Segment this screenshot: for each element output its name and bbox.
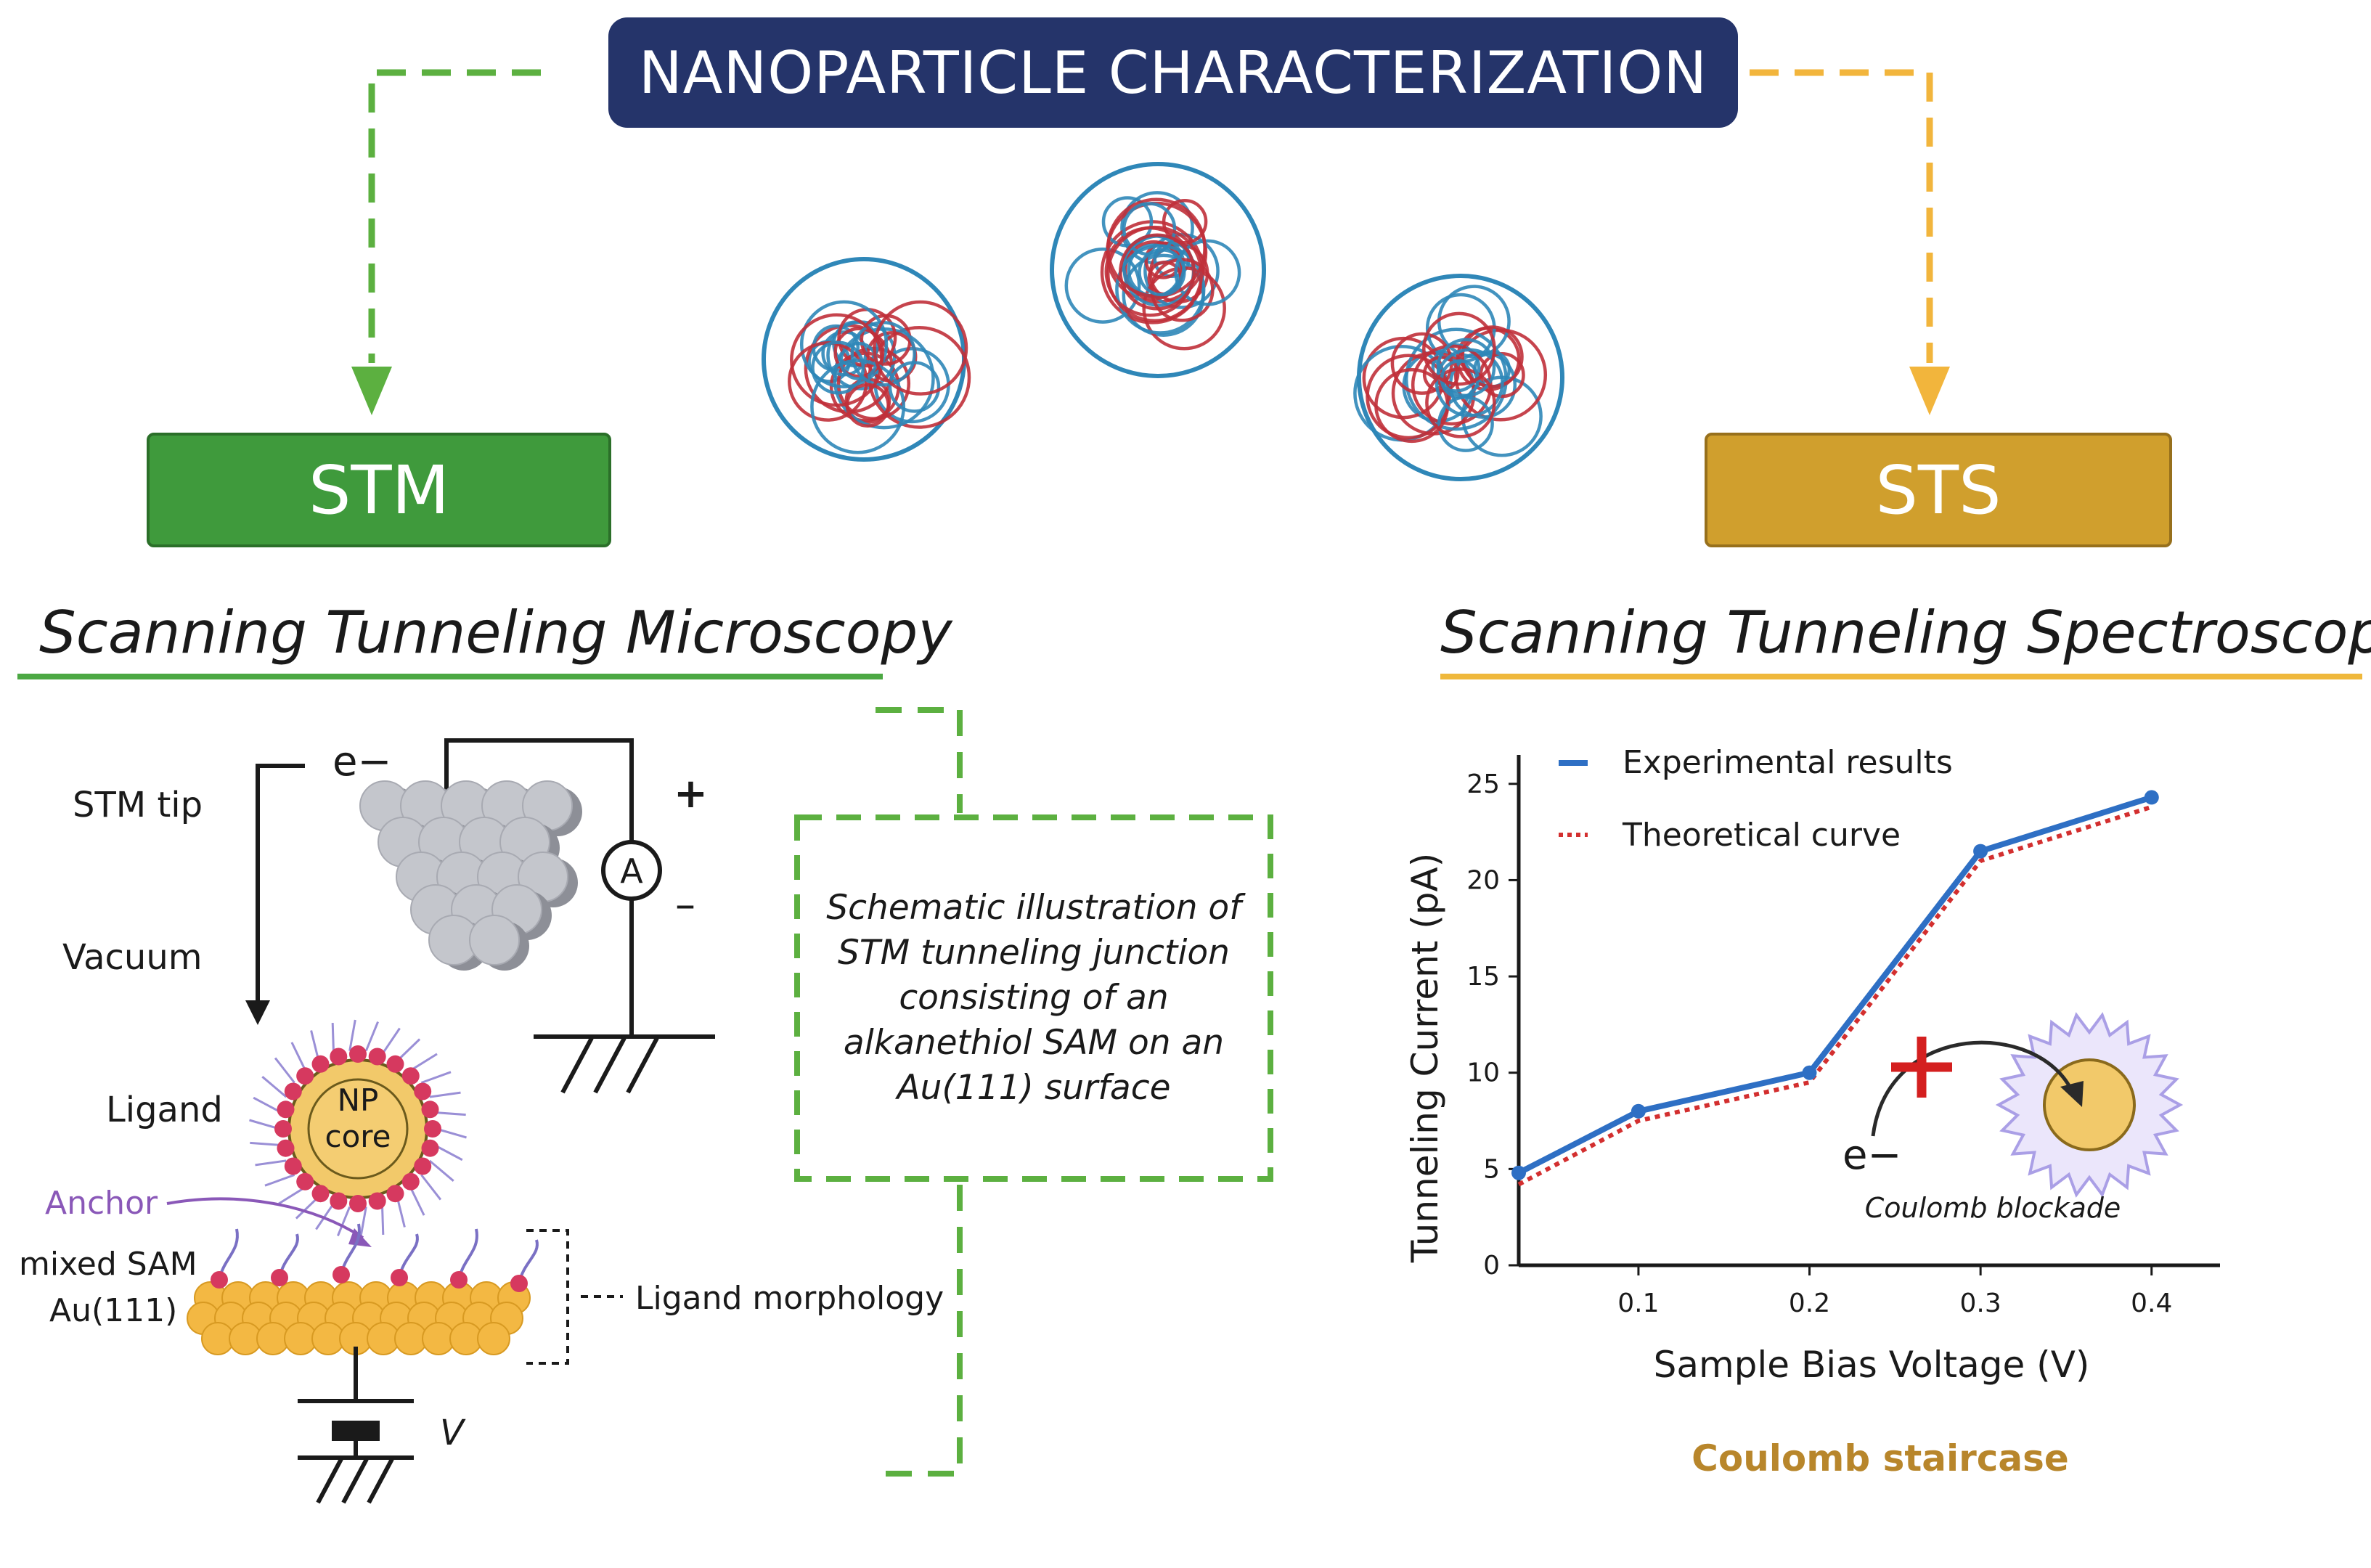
coulomb-staircase-chart: 0.1 0.2 0.3 0.4 0 5 10 15 20 25 Experimental resu…	[1404, 744, 2220, 1479]
nanoparticle-1	[762, 257, 971, 462]
nanoparticle-illustrations	[762, 162, 1564, 481]
theoretical-curve-line	[1517, 804, 2152, 1187]
chart-x-axis-label: Sample Bias Voltage (V)	[1654, 1344, 2090, 1386]
legend-label-experimental: Experimental results	[1623, 744, 1953, 781]
mixed-sam-label: mixed SAM	[19, 1246, 197, 1283]
chart-y-axis-label: Tunneling Current (pA)	[1404, 853, 1446, 1264]
caption-box: Schematic illustration of STM tunneling …	[797, 817, 1270, 1179]
au-surface-label: Au(111)	[49, 1292, 177, 1329]
np-core-label-line2: core	[325, 1119, 391, 1154]
ligand-label: Ligand	[106, 1090, 223, 1130]
coulomb-blockade-inset: e− Coulomb blockade	[1842, 1012, 2184, 1224]
x-tick-label: 0.1	[1617, 1289, 1659, 1318]
plus-terminal: +	[674, 770, 708, 817]
minus-terminal: –	[675, 881, 695, 928]
ammeter-symbol: A	[620, 852, 643, 891]
voltage-label: V	[440, 1413, 466, 1453]
experimental-data-point	[1802, 1065, 1817, 1080]
y-tick-label: 10	[1466, 1058, 1500, 1088]
stm-title-underline	[17, 674, 883, 679]
stm-label-box: STM	[147, 433, 611, 547]
sts-section-title: Scanning Tunneling Spectroscopy	[1440, 599, 2371, 666]
coulomb-blockade-label: Coulomb blockade	[1865, 1192, 2121, 1224]
x-tick-label: 0.4	[2131, 1289, 2172, 1318]
x-tick-label: 0.3	[1960, 1289, 2001, 1318]
chart-caption: Coulomb staircase	[1691, 1437, 2069, 1479]
chart-ticks: 0.1 0.2 0.3 0.4 0 5 10 15 20 25	[1466, 769, 2172, 1318]
x-tick-label: 0.2	[1789, 1289, 1830, 1318]
inset-electron-label: e−	[1842, 1132, 1901, 1179]
chart-series	[1511, 790, 2159, 1187]
np-core-label-line1: NP	[338, 1082, 379, 1118]
electron-label: e−	[332, 738, 391, 785]
y-tick-label: 25	[1466, 769, 1500, 799]
decoration-layer	[351, 69, 1950, 1477]
stm-tip-label: STM tip	[73, 785, 203, 825]
blocked-plus-icon	[1891, 1037, 1952, 1098]
stm-junction-schematic: e− STM tip Vacuum A + – Ligand NP core A…	[19, 738, 944, 1504]
ammeter-icon: A	[601, 840, 662, 901]
figure-canvas: NANOPARTICLE CHARACTERIZATION STM STS Sc…	[17, 17, 2371, 1504]
page-title: NANOPARTICLE CHARACTERIZATION	[608, 17, 1738, 128]
au-surface-icon	[187, 1281, 531, 1355]
y-tick-label: 15	[1466, 962, 1500, 992]
experimental-data-point	[1511, 1165, 1526, 1180]
bias-source-icon	[298, 1347, 414, 1504]
anchor-label: Anchor	[45, 1185, 158, 1222]
stm-section-title: Scanning Tunneling Microscopy	[39, 599, 952, 666]
experimental-data-point	[1973, 844, 1988, 859]
chart-legend: Experimental results Theoretical curve	[1559, 744, 1953, 854]
stm-connector-arrow	[351, 69, 541, 415]
y-tick-label: 5	[1483, 1154, 1500, 1184]
nanoparticle-3	[1353, 274, 1564, 481]
anchor-pointer-head	[348, 1228, 372, 1247]
stm-tip-icon	[359, 780, 582, 971]
electron-flow-arrow	[245, 764, 305, 1025]
nanoparticle-2	[1050, 162, 1266, 378]
morphology-bracket	[526, 1229, 623, 1365]
sts-connector-arrow	[1750, 69, 1950, 415]
ligand-nanoparticle-icon	[249, 1019, 467, 1238]
mixed-sam-ligands	[211, 1223, 539, 1292]
sts-title-underline	[1440, 674, 2362, 679]
ligand-morphology-label: Ligand morphology	[635, 1280, 944, 1317]
y-tick-label: 20	[1466, 865, 1500, 895]
caption-text: Schematic illustration of STM tunneling …	[826, 888, 1241, 1108]
chart-axes	[1517, 755, 2220, 1267]
sts-label-box: STS	[1705, 433, 2172, 547]
experimental-data-point	[2144, 790, 2159, 805]
vacuum-label: Vacuum	[62, 937, 203, 978]
tunneling-arrow-head	[2060, 1081, 2084, 1107]
anchor-pointer-arrow	[166, 1197, 364, 1239]
tunneling-arrow	[1871, 1040, 2075, 1137]
caption-connector-bracket	[876, 707, 963, 1477]
legend-label-theoretical: Theoretical curve	[1622, 817, 1901, 854]
caption-box-border	[794, 814, 1273, 1182]
experimental-data-point	[1631, 1103, 1646, 1119]
y-tick-label: 0	[1483, 1251, 1500, 1281]
